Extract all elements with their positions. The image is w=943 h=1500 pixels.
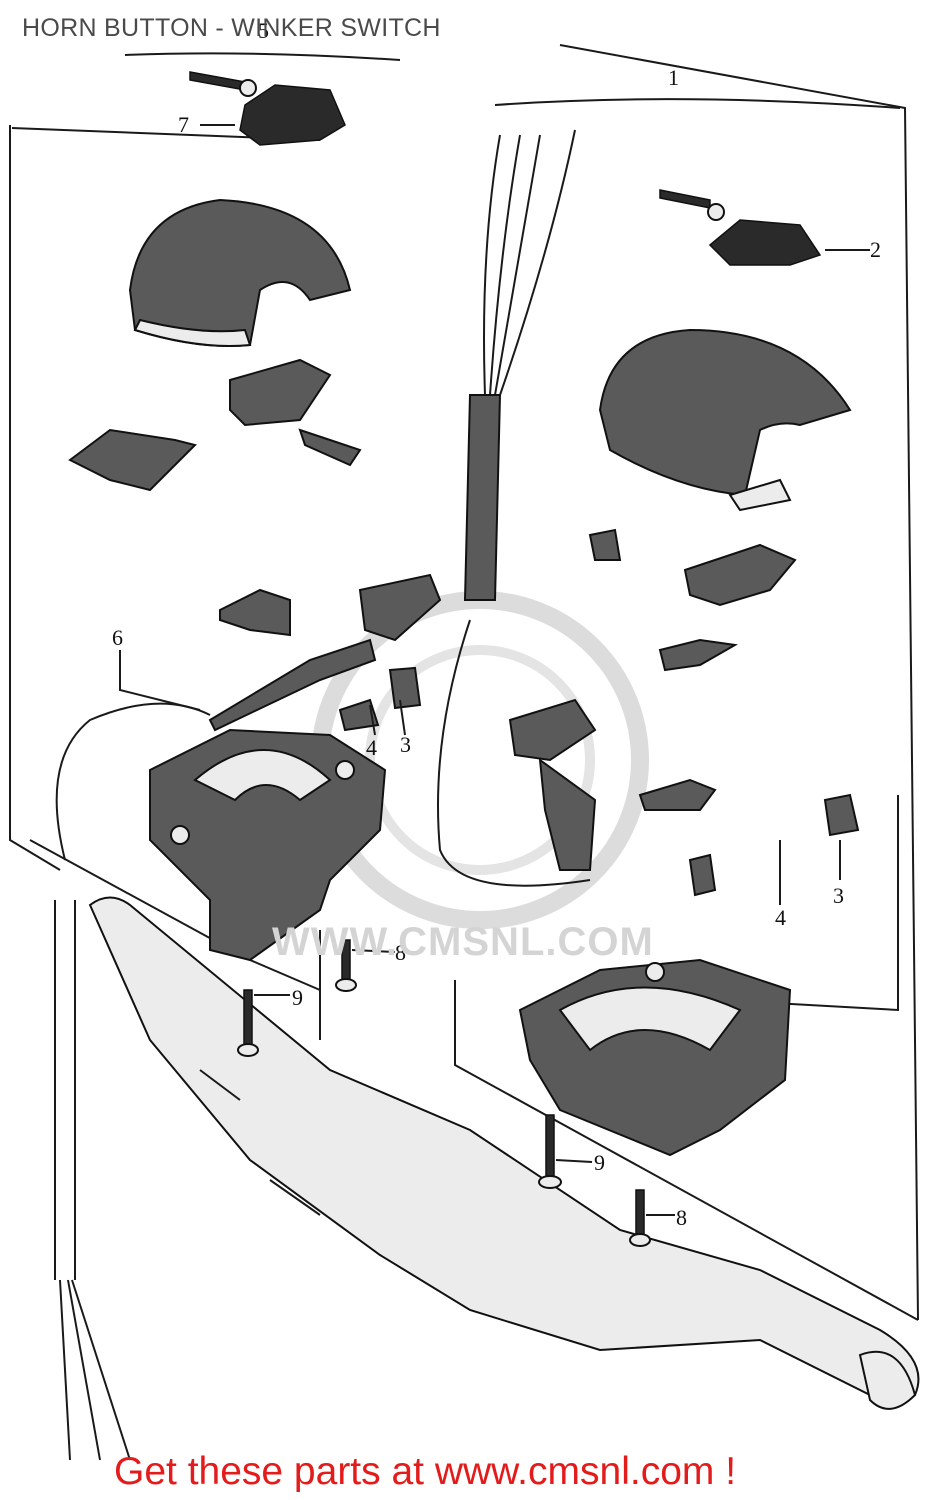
callout-8: 8 [676,1205,687,1230]
callout-3: 3 [400,732,411,757]
handlebar [54,896,920,1461]
callout-1: 1 [668,65,679,90]
fasteners [237,939,651,1247]
callout-9: 9 [292,985,303,1010]
central-wiring [437,129,597,887]
callout-leaders [119,124,870,1216]
callout-8: 8 [395,940,406,965]
wiring-harness-left [208,638,377,732]
callout-4: 4 [775,905,786,930]
winker-switch-assembly [518,189,860,1157]
horn-button-assembly [55,71,442,962]
callout-6: 6 [112,625,123,650]
callout-3: 3 [833,883,844,908]
horn-button-cover [128,198,352,347]
watermark-text: WWW.CMSNL.COM [272,920,654,964]
contact-plate [229,358,332,427]
callout-7: 7 [178,112,189,137]
callout-labels: 1 2 3 3 4 4 5 6 7 8 8 9 9 [112,18,881,1230]
winker-knob [708,219,822,266]
callout-4: 4 [366,735,377,760]
callout-9: 9 [594,1150,605,1175]
horn-button-knob [239,84,346,146]
page-title: HORN BUTTON - WINKER SWITCH [22,14,441,42]
callout-2: 2 [870,237,881,262]
winker-lever [683,543,797,607]
callout-5: 5 [258,18,269,43]
winker-cover [598,328,852,497]
footer-link[interactable]: Get these parts at www.cmsnl.com ! [114,1450,737,1493]
knob-screw [189,71,246,91]
